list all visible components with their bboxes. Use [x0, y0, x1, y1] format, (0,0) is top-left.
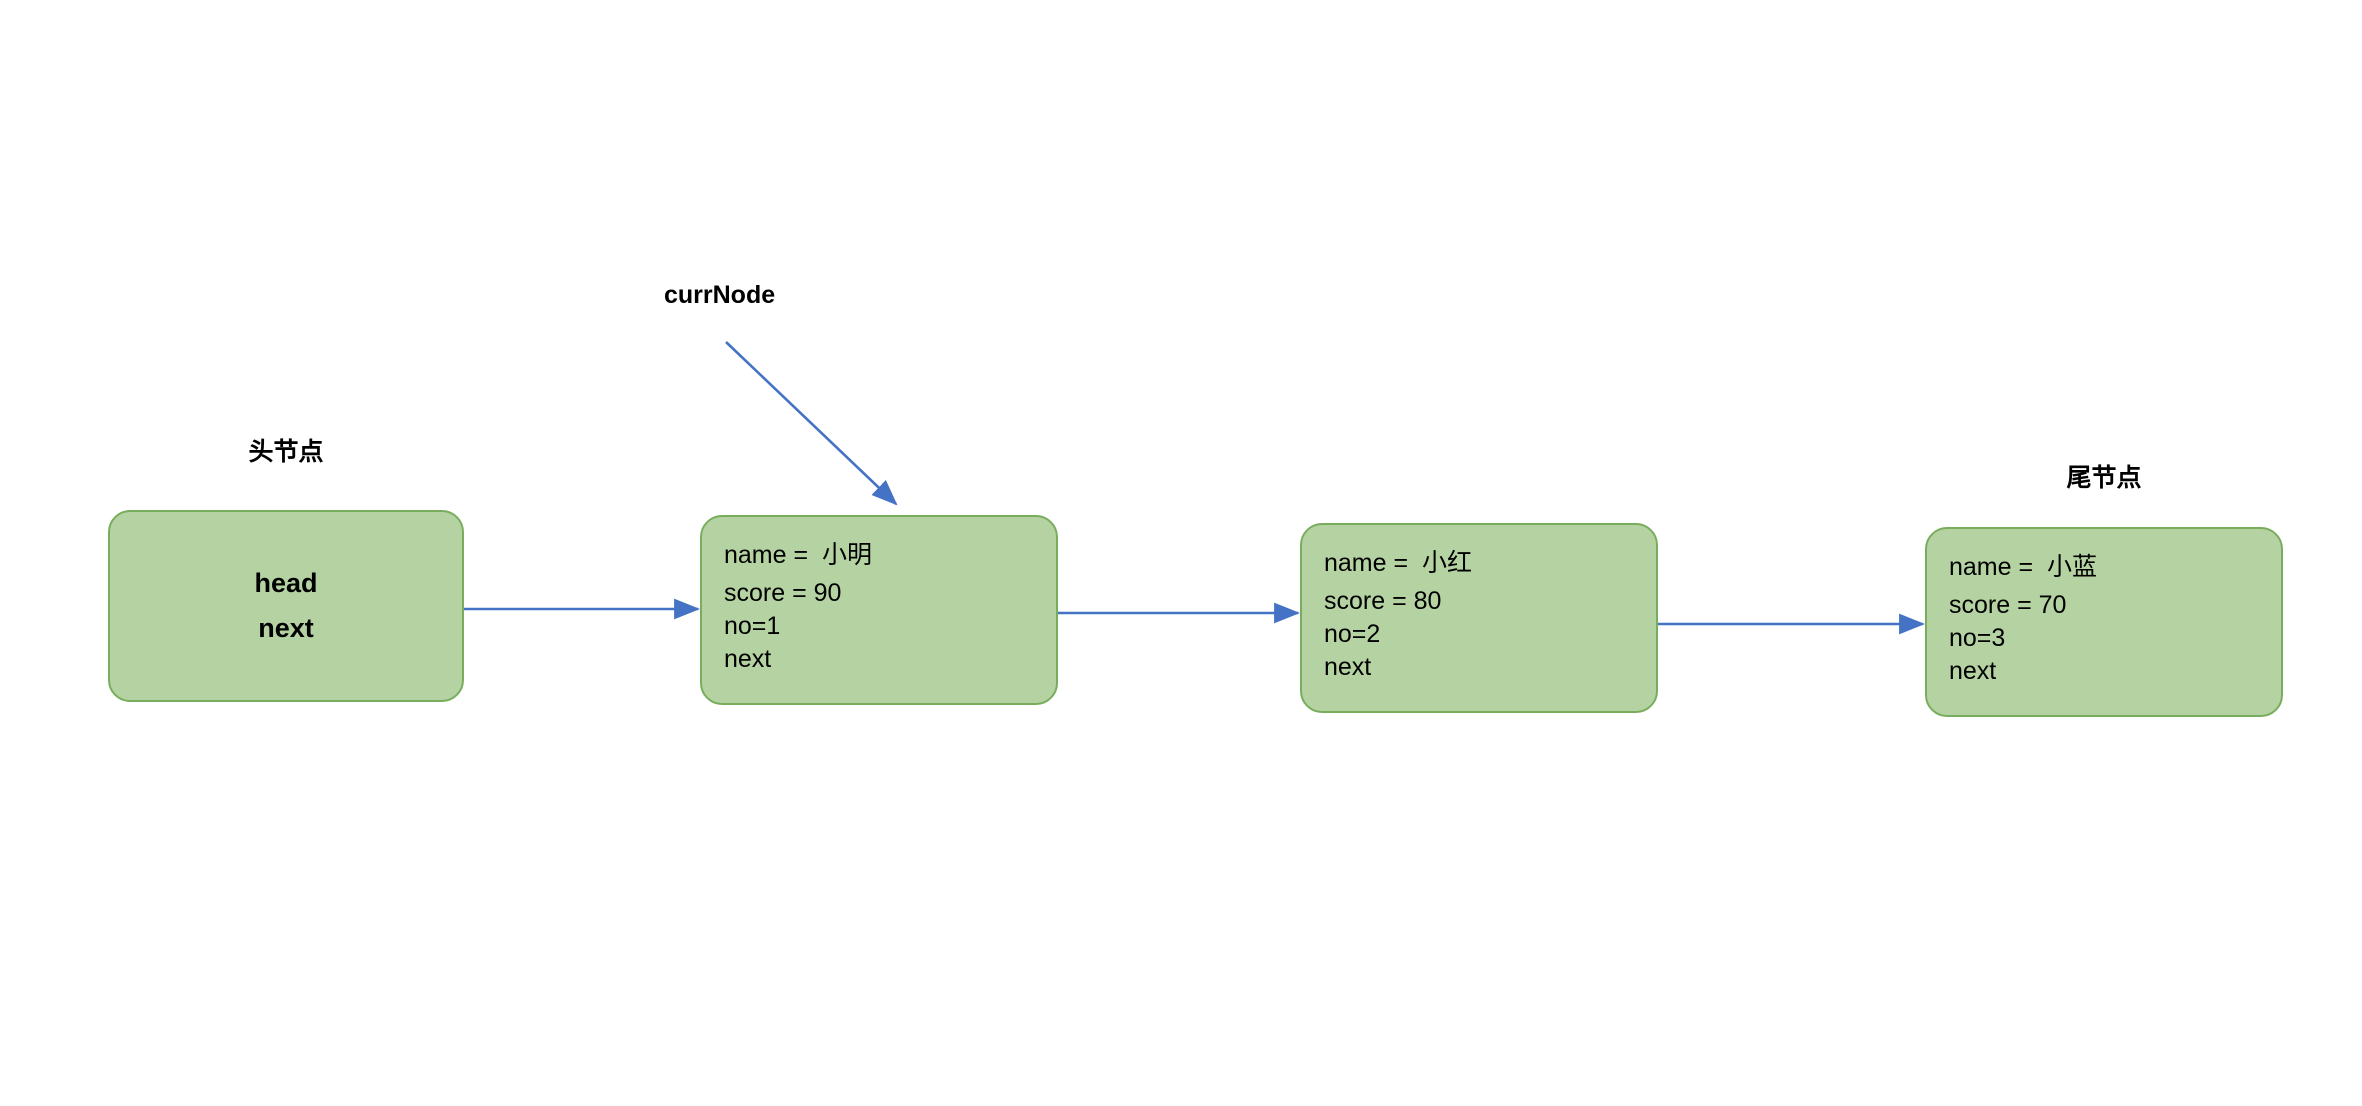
- list-node-1: name = 小明 score = 90 no=1 next: [700, 515, 1058, 705]
- head-node-caption: 头节点: [248, 438, 324, 466]
- currnode-label: currNode: [664, 281, 776, 309]
- tail-node-caption: 尾节点: [2066, 464, 2142, 492]
- node-3-score: score = 70: [1949, 591, 2067, 619]
- node-2-no: no=2: [1324, 620, 1381, 648]
- node-2-next: next: [1324, 653, 1372, 681]
- list-node-2: name = 小红 score = 80 no=2 next: [1300, 523, 1658, 713]
- arrow-currnode-pointer: [725, 341, 898, 506]
- node-1-name: name = 小明: [724, 541, 872, 569]
- node-3-no: no=3: [1949, 624, 2006, 652]
- list-node-3: name = 小蓝 score = 70 no=3 next: [1925, 527, 2283, 717]
- node-1-no: no=1: [724, 612, 781, 640]
- head-node-box: head next: [108, 510, 464, 702]
- node-3-name: name = 小蓝: [1949, 553, 2097, 581]
- head-node-line-head: head: [254, 568, 318, 598]
- head-node-line-next: next: [258, 613, 314, 643]
- node-2-name: name = 小红: [1324, 549, 1472, 577]
- node-1-score: score = 90: [724, 579, 842, 607]
- node-1-next: next: [724, 645, 772, 673]
- node-3-next: next: [1949, 657, 1997, 685]
- node-2-score: score = 80: [1324, 587, 1442, 615]
